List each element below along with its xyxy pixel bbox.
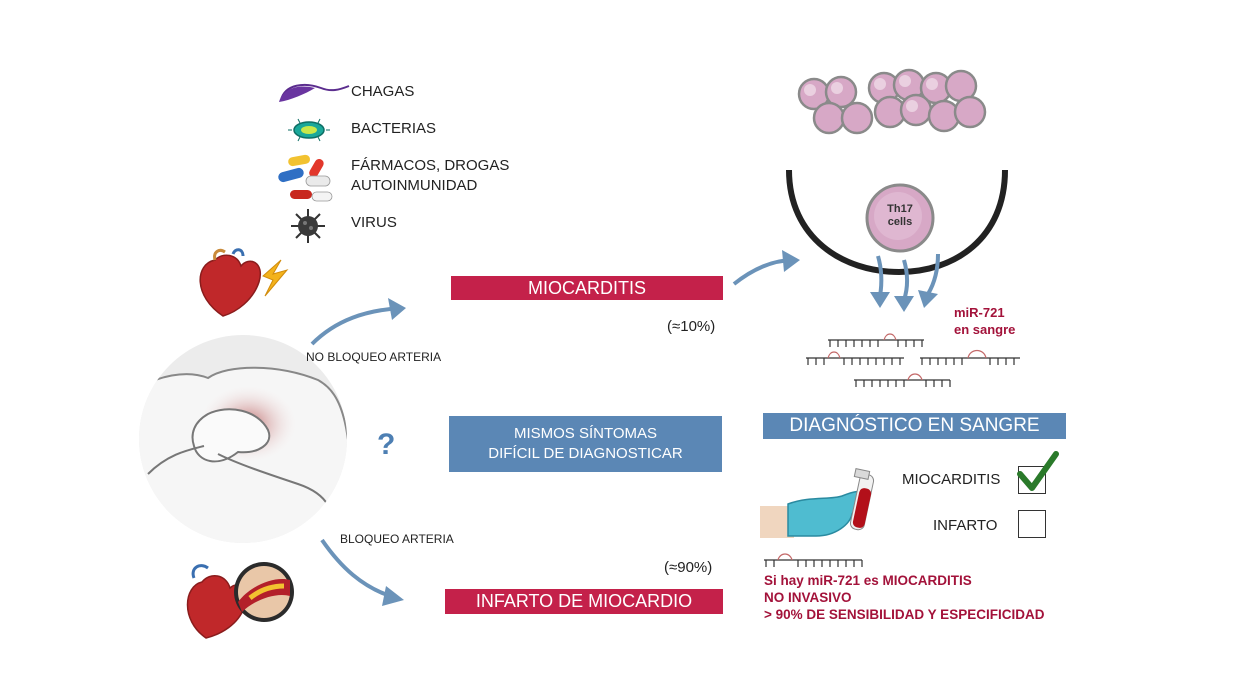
cells-cluster — [797, 68, 987, 135]
conclusion-text: Si hay miR-721 es MIOCARDITIS NO INVASIV… — [764, 572, 1044, 623]
th17-line1: Th17 — [887, 203, 913, 215]
mismos-sintomas-box: MISMOS SÍNTOMAS DIFÍCIL DE DIAGNOSTICAR — [449, 416, 722, 472]
cause-virus: VIRUS — [351, 214, 397, 231]
option-miocarditis-label: MIOCARDITIS — [902, 471, 1001, 488]
cause-farmacos: FÁRMACOS, DROGAS — [351, 157, 510, 174]
bacteria-icon — [288, 118, 330, 142]
miocarditis-percent: (≈10%) — [667, 318, 716, 335]
release-arrows — [870, 253, 940, 312]
heart-icon — [199, 248, 289, 317]
th17-cell — [865, 183, 935, 253]
parasite-icon — [279, 83, 350, 102]
arrow-to-miocarditis — [310, 298, 406, 346]
cause-chagas: CHAGAS — [351, 83, 415, 100]
gloved-hand-test-tube — [760, 468, 875, 538]
th17-line2: cells — [887, 216, 913, 228]
arrow-to-infarto — [320, 538, 404, 606]
mirna-line2: en sangre — [954, 322, 1016, 337]
check-icon — [1017, 451, 1059, 491]
cause-autoinmunidad: AUTOINMUNIDAD — [351, 177, 478, 194]
mirna-line1: miR-721 — [954, 305, 1005, 320]
th17-label: Th17 cells — [872, 203, 928, 229]
arrow-to-cells — [732, 250, 800, 286]
vessel-bowl — [786, 169, 1008, 276]
infarto-checkbox[interactable] — [1018, 510, 1046, 538]
mirna-label: miR-721 en sangre — [954, 304, 1015, 338]
question-mark: ? — [377, 428, 396, 461]
diagnostico-box: DIAGNÓSTICO EN SANGRE — [763, 413, 1066, 439]
cause-bacterias: BACTERIAS — [351, 120, 437, 137]
miocarditis-box: MIOCARDITIS — [451, 276, 723, 300]
option-infarto-label: INFARTO — [933, 517, 998, 534]
bloqueo-label: BLOQUEO ARTERIA — [340, 532, 454, 546]
patient-chest-pain-illustration — [139, 335, 347, 543]
conclusion-line1: Si hay miR-721 es MIOCARDITIS — [764, 573, 972, 588]
mirna-strand-small — [764, 553, 863, 567]
blocked-artery-heart-icon — [186, 562, 294, 639]
mirna-strands — [806, 333, 1020, 387]
conclusion-line2: NO INVASIVO — [764, 590, 852, 605]
mismos-sintomas-line2: DIFÍCIL DE DIAGNOSTICAR — [488, 445, 683, 462]
pills-icon — [278, 154, 333, 202]
mismos-sintomas-line1: MISMOS SÍNTOMAS — [513, 425, 658, 442]
infarto-box: INFARTO DE MIOCARDIO — [445, 589, 723, 614]
virus-icon — [291, 209, 325, 243]
no-bloqueo-label: NO BLOQUEO ARTERIA — [306, 350, 442, 364]
conclusion-line3: > 90% DE SENSIBILIDAD Y ESPECIFICIDAD — [764, 607, 1045, 622]
infarto-percent: (≈90%) — [664, 559, 713, 576]
